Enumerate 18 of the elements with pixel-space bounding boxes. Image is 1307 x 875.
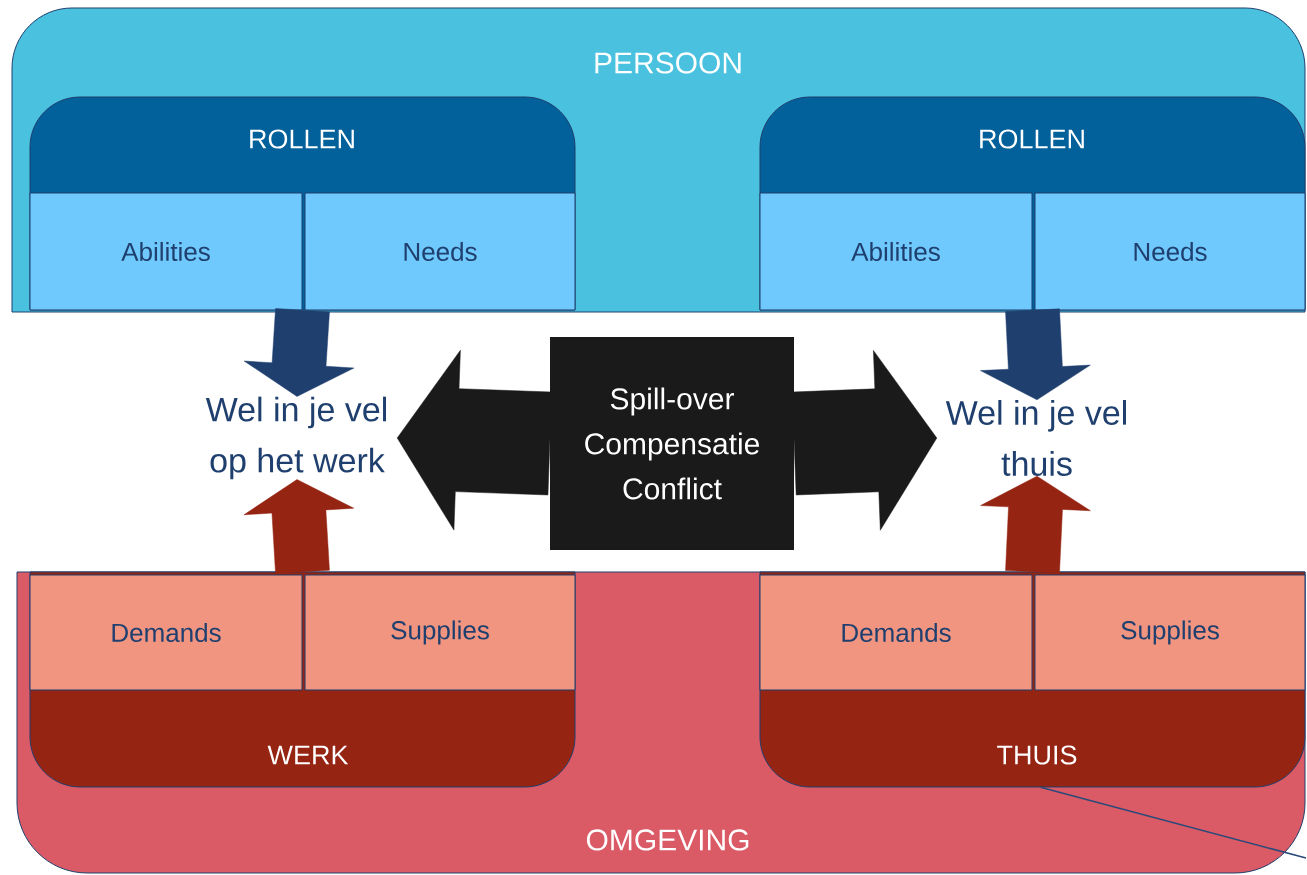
block-arrow [396, 349, 552, 531]
block-arrow [243, 308, 355, 397]
cell: Supplies [304, 574, 576, 691]
outcome-text: Wel in je vel thuis [945, 400, 1126, 476]
leader-line [1039, 786, 1307, 859]
block-arrow [980, 308, 1091, 401]
block-arrow [243, 479, 355, 574]
block-arrow [791, 350, 938, 531]
mechanism-box: Spill-over Compensatie Conflict [550, 337, 794, 550]
cell: Demands [29, 574, 303, 691]
cell: Abilities [29, 192, 303, 311]
cell: Abilities [759, 192, 1033, 311]
block-arrow [980, 475, 1091, 574]
outcome-text: Wel in je vel op het werk [205, 396, 386, 480]
cell: Demands [759, 574, 1033, 691]
cell: Supplies [1034, 574, 1306, 691]
cell: Needs [304, 192, 576, 311]
cell: Needs [1034, 192, 1306, 311]
